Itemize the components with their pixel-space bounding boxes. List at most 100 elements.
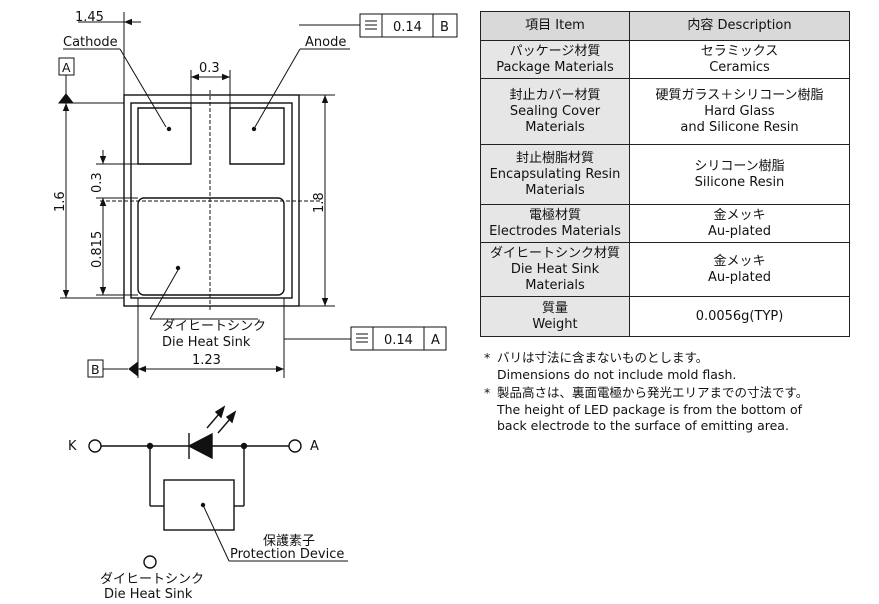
- tolerance-frame-bottom: [284, 326, 447, 351]
- led-diode-icon: [187, 405, 237, 460]
- note-mark: *: [484, 350, 491, 365]
- cell-line: Encapsulating Resin: [489, 166, 621, 182]
- cell-line: Materials: [525, 277, 585, 293]
- tolerance-frame-top: [299, 13, 458, 38]
- cathode-label: Cathode: [63, 35, 118, 50]
- anode-pad: [229, 107, 285, 165]
- cathode-pad: [137, 107, 192, 165]
- heat-sink-label-jp: ダイヒートシンク: [162, 319, 266, 334]
- note-line: Dimensions do not include mold flash.: [497, 366, 737, 382]
- cell-line: 金メッキ: [713, 207, 766, 223]
- cell-line: Ceramics: [709, 59, 770, 75]
- cell-line: Package Materials: [496, 59, 614, 75]
- heat-sink-label-en: Die Heat Sink: [162, 335, 251, 350]
- cell-line: Electrodes Materials: [489, 223, 621, 239]
- package-dimension-drawing: 1.45 0.3 Cathode Anode 0.14 B A: [53, 10, 458, 602]
- cell-line: Materials: [525, 182, 585, 198]
- tolerance-top-ref: B: [440, 20, 449, 35]
- cell-line: 0.0056g(TYP): [695, 308, 784, 324]
- cell-line: 封止カバー材質: [509, 87, 601, 103]
- note-line: バリは寸法に含まないものとします。: [497, 350, 709, 365]
- cell-line: and Silicone Resin: [680, 119, 799, 135]
- dimension-pad-gap-top: [190, 70, 231, 108]
- dim-heat-sink-width-label: 1.23: [192, 353, 221, 368]
- dimension-pad-height: [96, 198, 138, 296]
- circuit-heat-sink-en: Die Heat Sink: [104, 587, 193, 602]
- table-cell-description: 0.0056g(TYP): [629, 296, 850, 337]
- center-lines: [100, 90, 320, 310]
- datum-a-symbol: [57, 57, 124, 104]
- dimension-height-inner: [299, 94, 335, 307]
- cell-line: Sealing Cover: [509, 103, 601, 119]
- heat-sink-terminal: [143, 555, 157, 569]
- cell-line: 金メッキ: [713, 253, 766, 269]
- tolerance-bottom-ref: A: [431, 333, 440, 348]
- dimension-width-total: [78, 12, 141, 95]
- cell-line: Silicone Resin: [694, 174, 785, 190]
- cell-line: 電極材質: [528, 207, 581, 223]
- cell-line: パッケージ材質: [509, 43, 601, 59]
- note-line: The height of LED package is from the bo…: [497, 401, 803, 417]
- cell-line: Au-plated: [707, 269, 771, 285]
- protection-label-jp: 保護素子: [263, 533, 315, 549]
- cell-line: ダイヒートシンク材質: [489, 245, 620, 261]
- heat-sink-pad: [137, 197, 285, 296]
- cell-line: シリコーン樹脂: [694, 158, 785, 174]
- note-mark: *: [484, 385, 491, 400]
- datum-a-label: A: [62, 60, 71, 75]
- dim-pad-gap-label: 0.3: [90, 172, 105, 193]
- note-line: 製品高さは、裏面電極から発光エリアまでの寸法です。: [497, 385, 809, 400]
- anode-leader: [254, 48, 350, 128]
- cell-line: 質量: [541, 300, 568, 316]
- cell-line: Materials: [525, 119, 585, 135]
- cell-line: 硬質ガラス＋シリコーン樹脂: [655, 87, 824, 103]
- terminal-a-label: A: [310, 439, 319, 454]
- cell-line: Weight: [532, 316, 578, 332]
- header-item: 項目 Item: [480, 11, 630, 41]
- cell-line: Die Heat Sink: [510, 261, 600, 277]
- datum-b-label: B: [91, 362, 100, 377]
- header-description: 内容 Description: [629, 11, 850, 41]
- note-line: back electrode to the surface of emittin…: [497, 418, 789, 433]
- note-item: * バリは寸法に含まないものとします。Dimensions do not incl…: [484, 350, 874, 383]
- notes: * バリは寸法に含まないものとします。Dimensions do not incl…: [484, 350, 874, 437]
- tolerance-bottom-value: 0.14: [384, 333, 413, 348]
- cell-line: セラミックス: [700, 43, 779, 59]
- terminal-k-label: K: [68, 439, 77, 454]
- cell-line: Hard Glass: [704, 103, 775, 119]
- anode-label: Anode: [305, 35, 346, 50]
- heat-sink-leader: [149, 269, 258, 320]
- cell-line: Au-plated: [707, 223, 771, 239]
- cell-line: 封止樹脂材質: [515, 150, 594, 166]
- dimension-height-total: [60, 103, 124, 299]
- table-header-row: 項目 Item 内容 Description: [480, 11, 850, 41]
- dim-gap-label: 0.3: [199, 61, 220, 76]
- cathode-leader: [63, 48, 167, 128]
- protection-label-en: Protection Device: [230, 547, 344, 562]
- dimension-heat-sink-width: [137, 298, 285, 378]
- note-item: * 製品高さは、裏面電極から発光エリアまでの寸法です。The height of …: [484, 385, 874, 435]
- circuit-diagram: [88, 439, 302, 531]
- circuit-heat-sink-jp: ダイヒートシンク: [100, 572, 204, 587]
- dim-width-total-label: 1.45: [75, 10, 104, 25]
- dim-pad-height-label: 0.815: [90, 231, 105, 268]
- dim-height-total-label: 1.6: [53, 191, 68, 212]
